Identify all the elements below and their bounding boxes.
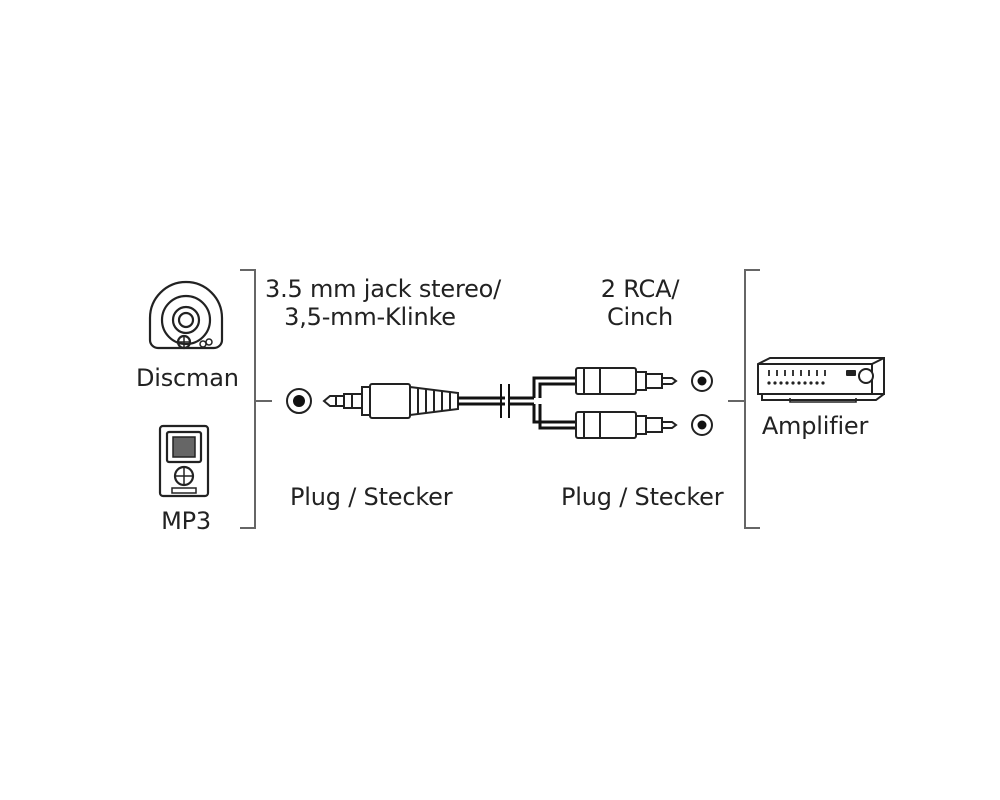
rca-socket-bottom-icon — [691, 414, 713, 436]
rca-plug-bottom-icon — [575, 411, 678, 439]
discman-icon — [148, 280, 224, 350]
rca-socket-top-icon — [691, 370, 713, 392]
jack-socket-icon — [286, 388, 312, 414]
rca-plug-top-icon — [575, 367, 678, 395]
rca-plug-title-line1: 2 RCA/ — [600, 275, 680, 303]
jack-plug-icon — [322, 383, 459, 419]
discman-label: Discman — [136, 364, 239, 392]
amplifier-icon — [757, 357, 885, 403]
rca-plug-title-line2: Cinch — [606, 303, 674, 331]
mp3-label: MP3 — [161, 507, 211, 535]
left-bracket — [240, 269, 272, 529]
jack-plug-label: Plug / Stecker — [290, 483, 453, 511]
cable — [458, 376, 576, 430]
jack-plug-title-line1: 3.5 mm jack stereo/ — [265, 275, 502, 303]
rca-plug-label: Plug / Stecker — [561, 483, 724, 511]
jack-plug-title-line2: 3,5-mm-Klinke — [284, 303, 456, 331]
mp3-player-icon — [158, 424, 210, 498]
right-bracket — [728, 269, 760, 529]
amplifier-label: Amplifier — [761, 412, 869, 440]
